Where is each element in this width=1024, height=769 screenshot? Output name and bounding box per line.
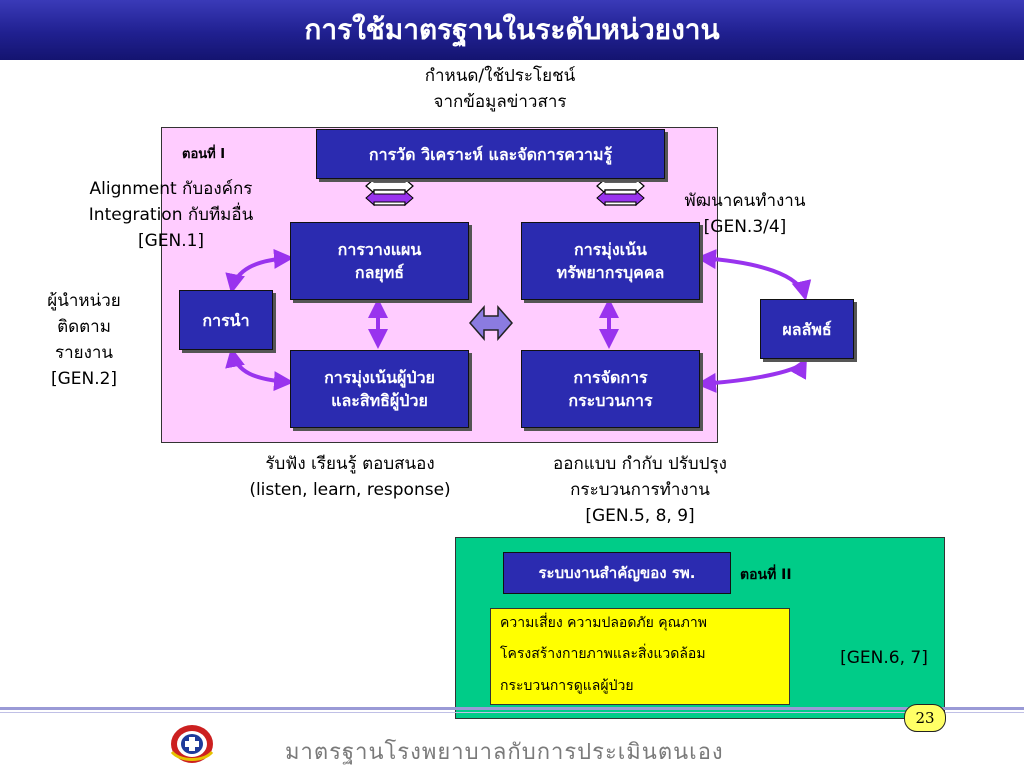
measure-box: การวัด วิเคราะห์ และจัดการความรู้: [316, 129, 665, 179]
hospital-logo: [170, 725, 214, 763]
planning-box-label: การวางแผน กลยุทธ์: [337, 240, 422, 282]
leadership-patient-arrow: [225, 347, 294, 392]
measure-right-connector-bottom: [596, 189, 645, 207]
results-box-label: ผลลัพธ์: [782, 319, 832, 339]
part-1-label: ตอนที่ I: [182, 147, 226, 162]
gen-6-7-note: [GEN.6, 7]: [840, 648, 928, 668]
hr-box-label: การมุ่งเน้น ทรัพยากรบุคคล: [556, 240, 665, 282]
design-note-line-1: ออกแบบ กำกับ ปรับปรุง: [553, 454, 727, 474]
footer-rule: [0, 707, 1024, 710]
key-systems-box-label: ระบบงานสำคัญของ รพ.: [538, 563, 696, 582]
develop-note-line-2: [GEN.3/4]: [703, 217, 787, 237]
center-double-arrow: [469, 305, 513, 341]
leader-note: ผู้นำหน่วย ติดตาม รายงาน [GEN.2]: [28, 288, 140, 392]
patient-focus-box: การมุ่งเน้นผู้ป่วย และสิทธิผู้ป่วย: [290, 350, 469, 428]
top-note: กำหนด/ใช้ประโยชน์ จากข้อมูลข่าวสาร: [330, 63, 670, 115]
leadership-planning-arrow: [225, 248, 294, 294]
process-results-arrow: [696, 357, 807, 393]
key-systems-item-1: ความเสี่ยง ความปลอดภัย คุณภาพ: [500, 615, 707, 631]
planning-box: การวางแผน กลยุทธ์: [290, 222, 469, 300]
design-note-line-3: [GEN.5, 8, 9]: [585, 506, 695, 526]
leader-note-line-1: ผู้นำหน่วย: [47, 291, 121, 311]
page-title: การใช้มาตรฐานในระดับหน่วยงาน: [304, 13, 720, 46]
footer-title: มาตรฐานโรงพยาบาลกับการประเมินตนเอง: [285, 740, 724, 765]
part-2-label: ตอนที่ II: [740, 567, 792, 583]
listen-note-line-2: (listen, learn, response): [249, 480, 451, 500]
alignment-note-line-3: [GEN.1]: [137, 231, 205, 251]
title-bar: [0, 0, 1024, 60]
process-box: การจัดการ กระบวนการ: [521, 350, 700, 428]
leadership-box: การนำ: [179, 290, 273, 350]
leadership-box-label: การนำ: [202, 310, 250, 330]
top-note-line-1: กำหนด/ใช้ประโยชน์: [424, 66, 576, 86]
page-number-badge: 23: [904, 704, 946, 732]
leader-note-line-4: [GEN.2]: [50, 369, 118, 389]
patient-focus-box-label: การมุ่งเน้นผู้ป่วย และสิทธิผู้ป่วย: [324, 368, 435, 410]
key-systems-item-2: โครงสร้างกายภาพและสิ่งแวดล้อม: [500, 646, 706, 662]
design-note-line-2: กระบวนการทำงาน: [570, 480, 710, 500]
process-box-label: การจัดการ กระบวนการ: [568, 368, 653, 410]
key-systems-box: ระบบงานสำคัญของ รพ.: [503, 552, 731, 594]
measure-left-connector-bottom: [365, 189, 414, 207]
design-note: ออกแบบ กำกับ ปรับปรุง กระบวนการทำงาน [GE…: [510, 451, 770, 529]
hr-box: การมุ่งเน้น ทรัพยากรบุคคล: [521, 222, 700, 300]
develop-note-line-1: พัฒนาคนทำงาน: [684, 191, 806, 211]
leader-note-line-2: ติดตาม: [57, 317, 111, 337]
alignment-note-line-2: Integration กับทีมอื่น: [88, 205, 254, 225]
top-note-line-2: จากข้อมูลข่าวสาร: [433, 92, 567, 112]
alignment-note-line-1: Alignment กับองค์กร: [89, 179, 253, 199]
key-systems-item-3: กระบวนการดูแลผู้ป่วย: [500, 678, 634, 694]
develop-note: พัฒนาคนทำงาน [GEN.3/4]: [662, 188, 828, 240]
hr-results-arrow: [696, 249, 812, 301]
listen-note: รับฟัง เรียนรู้ ตอบสนอง (listen, learn, …: [220, 451, 480, 503]
alignment-note: Alignment กับองค์กร Integration กับทีมอื…: [58, 176, 284, 254]
leader-note-line-3: รายงาน: [54, 343, 114, 363]
results-box: ผลลัพธ์: [760, 299, 854, 359]
footer-rule-thin: [0, 712, 1024, 713]
measure-box-label: การวัด วิเคราะห์ และจัดการความรู้: [368, 144, 613, 164]
listen-note-line-1: รับฟัง เรียนรู้ ตอบสนอง: [265, 454, 435, 474]
key-systems-list-box: [490, 608, 790, 705]
